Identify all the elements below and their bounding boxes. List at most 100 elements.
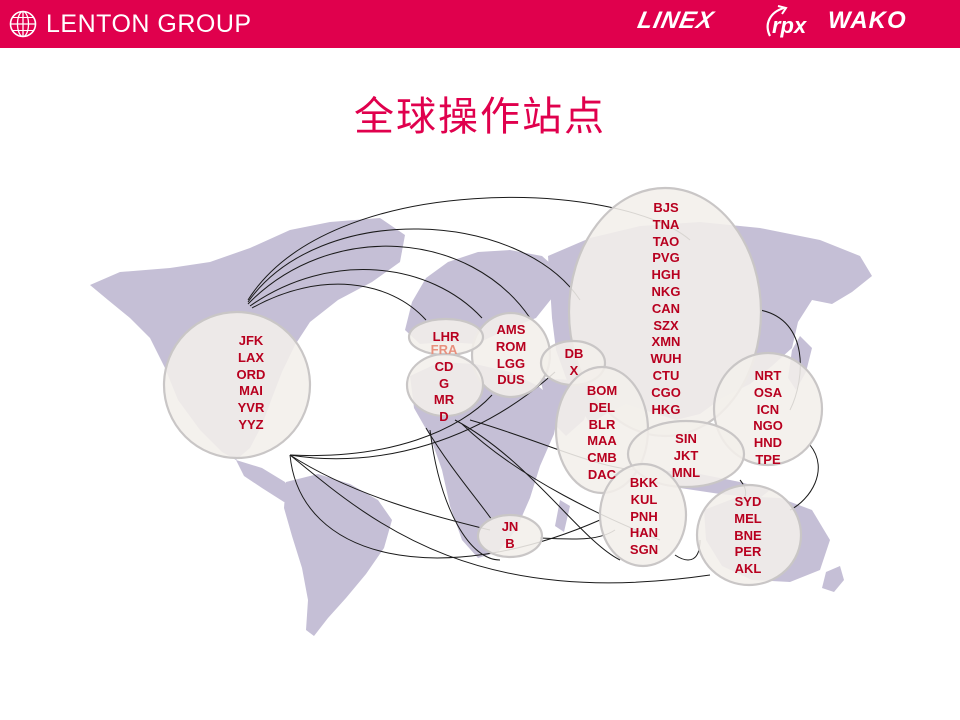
station-code: CMB <box>587 450 617 466</box>
station-code: CD <box>434 358 454 374</box>
station-code: YVR <box>237 400 265 416</box>
station-code: SGN <box>629 542 659 558</box>
continent-south-america <box>284 474 392 636</box>
station-code: LAX <box>238 349 264 365</box>
station-code: G <box>438 375 450 391</box>
station-code: JKT <box>673 447 699 463</box>
hub-codes-london: LHR <box>416 329 476 346</box>
station-code: KUL <box>630 491 658 507</box>
hub-bubble-south-africa <box>476 513 544 559</box>
station-code: OSA <box>753 384 783 400</box>
station-code: SIN <box>675 431 697 446</box>
station-code: TPE <box>755 451 781 467</box>
company-brand: LENTON GROUP <box>8 0 252 48</box>
station-code: HAN <box>629 525 659 541</box>
station-code: CAN <box>651 300 681 316</box>
route-line <box>289 454 711 584</box>
hub-codes-dubai: DB X <box>550 346 598 380</box>
station-code: MAA <box>587 433 617 449</box>
hub-codes-indochina: BKK KUL PNH HAN SGN <box>614 475 674 559</box>
station-code: WUH <box>650 351 682 367</box>
station-code: MAI <box>239 383 263 399</box>
station-code: MEL <box>734 510 762 526</box>
station-code: BKK <box>629 475 659 490</box>
globe-icon <box>9 10 37 38</box>
brand-rpx-logo: rpx <box>766 5 807 38</box>
station-code: PVG <box>652 250 680 266</box>
hub-codes-india: BOM DEL BLR MAA CMB DAC <box>572 383 632 484</box>
hub-codes-east-asia: NRT OSA ICN NGO HND TPE <box>738 368 798 469</box>
station-code-fra: FRA <box>430 342 458 357</box>
station-code: YYZ <box>238 416 264 432</box>
station-code: BLR <box>588 416 616 432</box>
station-code: CTU <box>652 367 680 383</box>
station-code: CGO <box>651 384 681 400</box>
station-code: PNH <box>630 508 658 524</box>
station-code: DAC <box>587 466 617 482</box>
station-code: NGO <box>753 418 783 434</box>
hub-bubble-oceania <box>695 483 803 587</box>
station-code: ROM <box>495 338 527 354</box>
station-code: B <box>505 535 515 551</box>
station-code: SYD <box>734 494 762 509</box>
continent-central-america <box>236 460 296 502</box>
page-title: 全球操作站点 <box>354 94 606 140</box>
station-code: AKL <box>734 561 762 577</box>
station-code: D <box>439 409 449 425</box>
hub-bubble-east-asia <box>712 351 824 467</box>
continent-new-zealand <box>822 566 844 592</box>
station-code: TAO <box>652 233 680 249</box>
station-code: LHR <box>432 329 460 344</box>
hub-bubble-europe-west <box>405 352 485 418</box>
hub-codes-europe-central: AMS ROM LGG DUS <box>481 322 541 389</box>
hub-codes-europe-west: FRA CD G MR D <box>414 342 474 426</box>
route-line <box>289 454 491 531</box>
station-code: ORD <box>236 366 266 382</box>
station-code: JFK <box>238 333 264 348</box>
hub-bubble-americas <box>162 310 312 460</box>
hub-codes-south-africa: JN B <box>486 519 534 553</box>
route-line <box>249 269 483 319</box>
brand-wako-logo: WAKO <box>828 7 907 34</box>
station-code: BJS <box>653 200 679 215</box>
station-code: DB <box>564 346 584 361</box>
route-line <box>289 371 556 460</box>
station-code: DEL <box>589 399 615 415</box>
route-line <box>289 394 493 457</box>
station-code: ICN <box>756 401 780 417</box>
route-line <box>429 429 501 561</box>
hub-bubble-indochina <box>598 462 688 568</box>
route-line <box>251 283 427 321</box>
station-code: HKG <box>651 401 681 417</box>
hub-codes-americas: JFK LAX ORD MAI YVR YYZ <box>220 333 282 434</box>
station-code: AMS <box>496 322 526 337</box>
station-code: X <box>569 362 579 378</box>
station-code: BNE <box>734 527 762 543</box>
company-name: LENTON GROUP <box>46 9 252 38</box>
header-bar: LENTON GROUP LINEX rpx WAKO <box>0 0 960 48</box>
station-code: TNA <box>652 216 680 232</box>
route-line <box>247 228 581 303</box>
hub-codes-oceania: SYD MEL BNE PER AKL <box>718 494 778 578</box>
station-code: HGH <box>651 267 681 283</box>
station-code: XMN <box>651 334 681 350</box>
station-code: JN <box>501 519 519 534</box>
station-code: MNL <box>671 464 701 480</box>
hub-bubbles <box>162 186 824 587</box>
route-line <box>789 444 819 511</box>
hub-codes-china: BJS TNA TAO PVG HGH NKG CAN SZX XMN WUH … <box>636 200 696 418</box>
route-line <box>454 419 621 561</box>
route-line <box>425 427 493 521</box>
station-code: DUS <box>497 372 525 388</box>
route-line <box>247 245 531 319</box>
brand-rpx-text: rpx <box>772 13 807 38</box>
hub-codes-sea-islands: SIN JKT MNL <box>656 431 716 481</box>
station-code: BOM <box>586 383 618 398</box>
station-code: SZX <box>653 317 679 333</box>
station-code: PER <box>734 544 762 560</box>
station-code: NRT <box>754 368 782 383</box>
station-code: MR <box>433 392 455 408</box>
station-code: LGG <box>496 355 526 371</box>
continent-madagascar <box>555 500 570 532</box>
